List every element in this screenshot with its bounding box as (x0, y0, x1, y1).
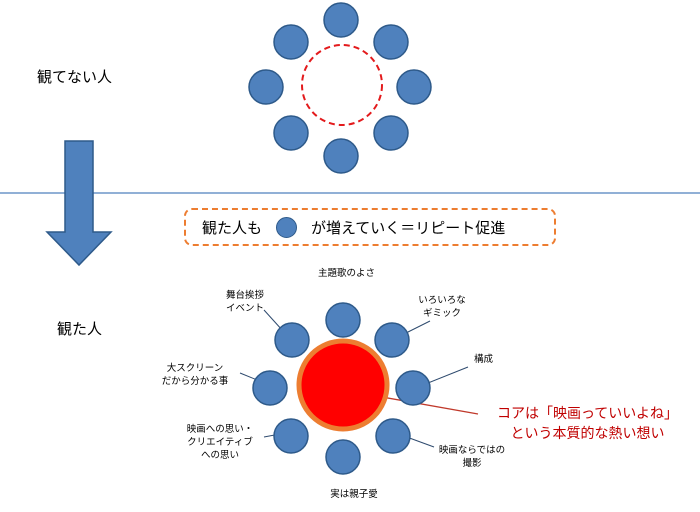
core-line-2: という本質的な熱い想い (510, 426, 665, 442)
factor-circle (395, 370, 431, 406)
factor-label-line: 実は親子愛 (330, 489, 378, 500)
factor-label-stage-greeting: 舞台挨拶 イベント (218, 289, 272, 315)
factor-label-line: 撮影 (462, 458, 482, 469)
factor-label-big-screen: 大スクリーン だから分かる事 (148, 362, 242, 388)
factor-circle (374, 322, 410, 358)
factor-label-line: 舞台挨拶 (225, 290, 264, 301)
factor-label-line: への思い (200, 450, 239, 461)
repeat-note-box: 観た人も が増えていく＝リピート促進 (184, 208, 556, 246)
factor-circle (273, 418, 309, 454)
factor-label-line: 映画への思い・ (186, 424, 254, 435)
core-line-1: コアは「映画っていいよね」 (496, 406, 679, 422)
factor-label-creative: 映画への思い・ クリエイティブ への思い (172, 423, 268, 462)
top-person-circle (323, 138, 359, 174)
factor-label-line: 映画ならではの (438, 445, 506, 456)
note-suffix: が増えていく＝リピート促進 (311, 218, 506, 237)
factor-label-line: いろいろな (418, 295, 466, 306)
top-person-circle (273, 115, 309, 151)
top-person-circle (323, 2, 359, 38)
factor-circle (274, 322, 310, 358)
factor-circle (375, 418, 411, 454)
factor-circle (325, 439, 361, 475)
top-person-circle (373, 115, 409, 151)
core-circle (296, 338, 390, 432)
factor-circle (252, 370, 288, 406)
core-explanation: コアは「映画っていいよね」 という本質的な熱い想い (480, 404, 695, 444)
factor-label-theme-song: 主題歌のよさ (318, 267, 376, 280)
bottom-cluster (252, 302, 431, 475)
connector-structure (427, 366, 469, 384)
watched-label: 観た人 (57, 320, 103, 338)
factor-circle (325, 302, 361, 338)
factor-label-gimmick: いろいろな ギミック (411, 294, 473, 320)
factor-label-line: 主題歌のよさ (318, 268, 376, 279)
top-cluster (248, 2, 432, 174)
factor-label-structure: 構成 (474, 353, 493, 366)
down-arrow (45, 140, 113, 267)
top-person-circle (248, 69, 284, 105)
factor-label-filming: 映画ならではの 撮影 (432, 444, 512, 470)
top-person-circle (373, 24, 409, 60)
person-circle-icon (276, 216, 298, 238)
top-dashed-circle (301, 44, 383, 126)
factor-label-line: だから分かる事 (161, 376, 229, 387)
factor-label-line: 構成 (474, 354, 494, 365)
not-watched-label: 観てない人 (37, 68, 113, 86)
factor-label-line: ギミック (422, 308, 461, 319)
factor-label-line: クリエイティブ (187, 437, 253, 448)
note-prefix: 観た人も (202, 218, 263, 237)
factor-label-line: 大スクリーン (166, 363, 224, 374)
top-person-circle (396, 69, 432, 105)
factor-label-line: イベント (225, 303, 264, 314)
factor-label-parent-child: 実は親子愛 (323, 488, 385, 501)
top-person-circle (273, 24, 309, 60)
